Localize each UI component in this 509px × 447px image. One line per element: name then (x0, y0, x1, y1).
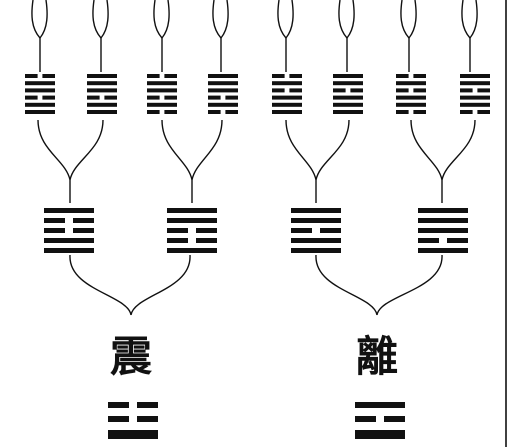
connector-pair-2 (162, 120, 222, 203)
connector-pair-4 (411, 120, 475, 203)
row1-figure-5 (272, 74, 302, 114)
top-stalk-8 (462, 0, 477, 72)
top-stalk-4 (213, 0, 228, 72)
row2-figure-3 (291, 208, 341, 253)
top-stalk-7 (401, 0, 416, 72)
label-zhen-trigram: 震 (110, 336, 152, 378)
connector-pair-3 (286, 120, 349, 203)
row1-figure-1 (25, 74, 55, 114)
top-stalk-3 (154, 0, 169, 72)
top-stalk-1 (32, 0, 47, 72)
top-stalk-6 (339, 0, 354, 72)
row1-figure-6 (333, 74, 363, 114)
row2-figure-2 (167, 208, 217, 253)
label-li-trigram: 離 (356, 336, 398, 378)
row1-figure-8 (460, 74, 490, 114)
connector-zhen (70, 255, 190, 315)
top-stalk-5 (278, 0, 293, 72)
row1-figure-3 (147, 74, 177, 114)
row2-figure-4 (418, 208, 468, 253)
top-stalk-2 (93, 0, 108, 72)
trigram-zhen-figure (108, 402, 158, 439)
row1-figure-4 (208, 74, 238, 114)
trigram-li-figure (355, 402, 405, 439)
row1-figure-7 (396, 74, 426, 114)
row2-figure-1 (44, 208, 94, 253)
row1-figure-2 (87, 74, 117, 114)
connector-li (316, 255, 442, 315)
connector-pair-1 (38, 120, 103, 203)
